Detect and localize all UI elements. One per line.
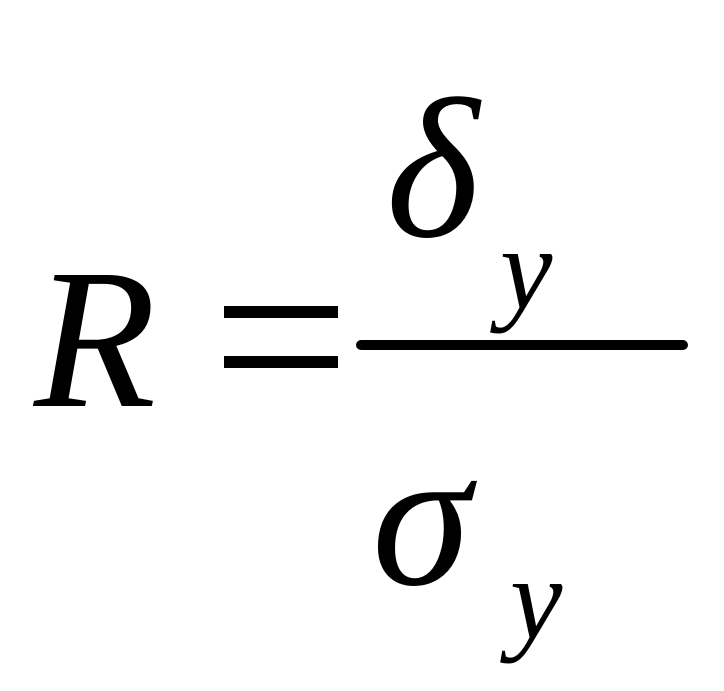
equals-sign-bottom-bar: [224, 356, 338, 368]
lhs-variable: R: [34, 229, 157, 450]
numerator-symbol: δ: [386, 59, 479, 280]
numerator-subscript: y: [500, 203, 553, 334]
denominator-subscript: y: [510, 533, 563, 664]
fraction-bar: [356, 340, 688, 350]
equals-sign-top-bar: [224, 306, 338, 318]
denominator-symbol: σ: [372, 407, 471, 628]
